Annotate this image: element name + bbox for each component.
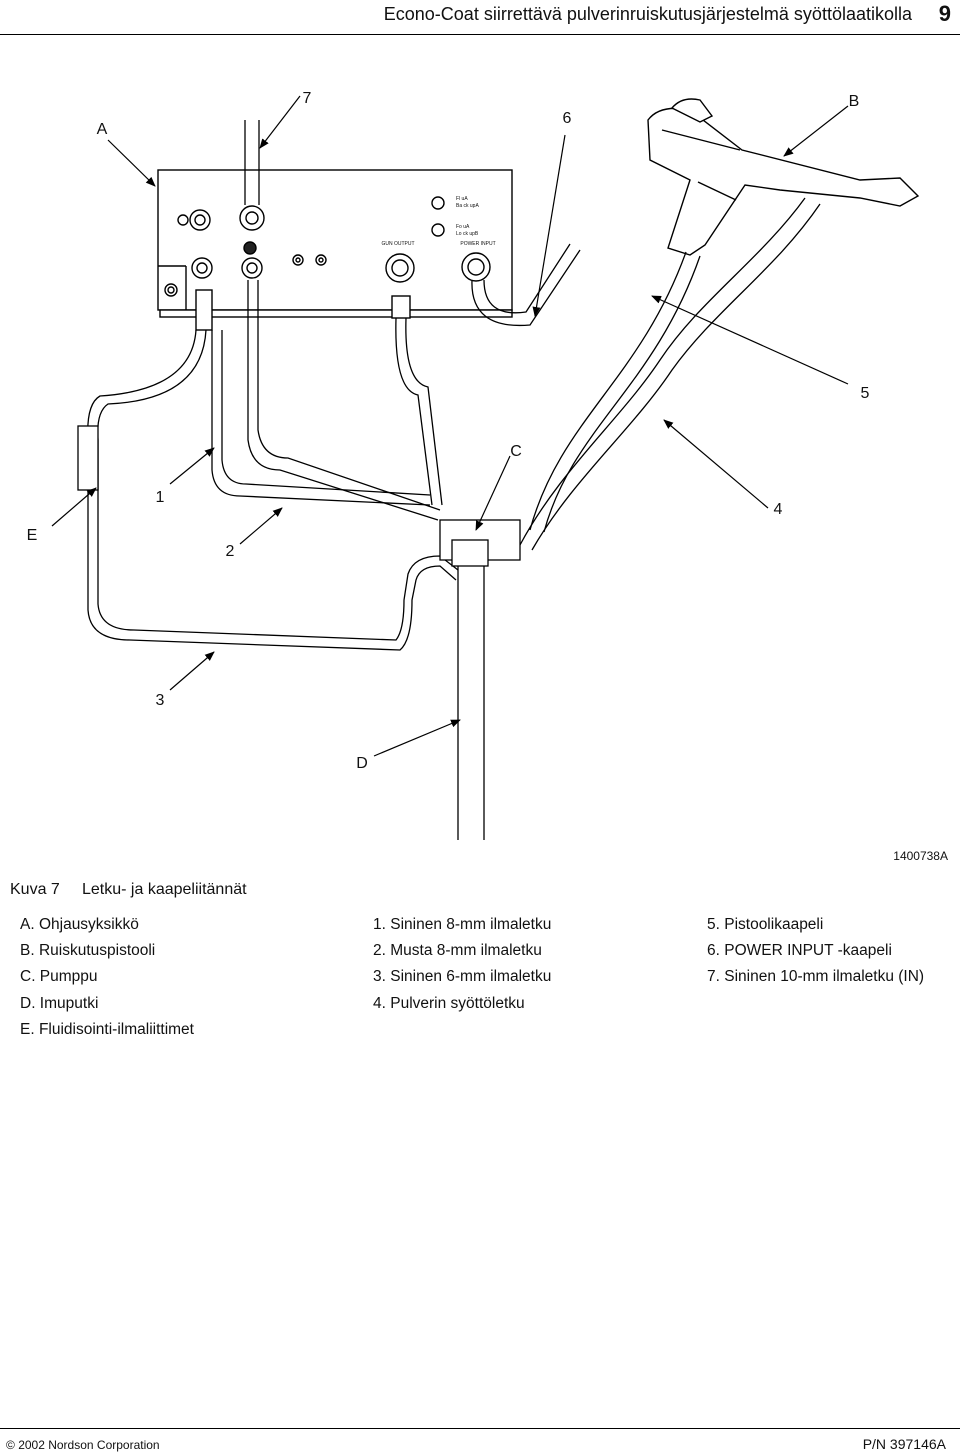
copyright-icon: © bbox=[6, 1438, 15, 1452]
fluid-a-sub-label: Ba ck upA bbox=[456, 203, 479, 209]
callout-C: C bbox=[510, 443, 522, 460]
legend-item: D. Imuputki bbox=[20, 994, 99, 1012]
legend-item: A. Ohjausyksikkö bbox=[20, 916, 139, 933]
callout-7: 7 bbox=[303, 90, 312, 107]
drawing-code: 1400738A bbox=[893, 849, 948, 863]
callout-B: B bbox=[849, 93, 860, 110]
legend-item: 7. Sininen 10-mm ilmaletku (IN) bbox=[707, 968, 925, 986]
callout-leaders bbox=[51, 95, 849, 757]
figure-caption: Kuva 7 Letku- ja kaapeliitännät bbox=[10, 881, 247, 899]
figure-caption-text: Letku- ja kaapeliitännät bbox=[82, 881, 247, 898]
figure-caption-label: Kuva 7 bbox=[10, 881, 60, 898]
legend-item: 5. Pistoolikaapeli bbox=[707, 916, 824, 933]
footer-rule bbox=[0, 1428, 960, 1429]
fluid-b-sub-label: Lo ck upB bbox=[456, 231, 479, 237]
footer-copyright: © 2002 Nordson Corporation bbox=[6, 1438, 160, 1452]
callout-A: A bbox=[97, 121, 108, 138]
fluid-a-label: Fl uA bbox=[456, 196, 468, 202]
callout-E: E bbox=[27, 527, 38, 544]
header-rule bbox=[0, 34, 960, 35]
legend-item: E. Fluidisointi-ilmaliittimet bbox=[20, 1020, 194, 1038]
control-unit bbox=[157, 169, 513, 331]
legend-item: C. Pumppu bbox=[20, 968, 98, 986]
hose-connection-diagram: GUN OUTPUT POWER INPUT Fl uA Ba ck upA F… bbox=[27, 90, 920, 840]
callout-1: 1 bbox=[156, 489, 165, 506]
power-input-label: POWER INPUT bbox=[460, 241, 495, 247]
legend-numbers-5-7: 5. Pistoolikaapeli 6. POWER INPUT -kaape… bbox=[707, 912, 924, 991]
callout-5: 5 bbox=[861, 385, 870, 402]
copyright-text: 2002 Nordson Corporation bbox=[18, 1438, 160, 1452]
fluid-b-label: Fo uA bbox=[456, 224, 470, 230]
legend-letters: A. Ohjausyksikkö B. Ruiskutuspistooli C.… bbox=[20, 912, 194, 1043]
legend-item: B. Ruiskutuspistooli bbox=[20, 942, 156, 960]
legend-item: 2. Musta 8-mm ilmaletku bbox=[373, 942, 542, 960]
callout-6: 6 bbox=[563, 110, 572, 127]
page-header-title: Econo-Coat siirrettävä pulverinruiskutus… bbox=[383, 4, 912, 24]
footer-part-number: P/N 397146A bbox=[862, 1436, 946, 1452]
callout-2: 2 bbox=[226, 543, 235, 560]
legend-item: 4. Pulverin syöttöletku bbox=[373, 994, 525, 1012]
gun-output-label: GUN OUTPUT bbox=[381, 241, 414, 247]
hoses bbox=[77, 120, 821, 840]
callout-4: 4 bbox=[774, 501, 783, 518]
legend-item: 6. POWER INPUT -kaapeli bbox=[707, 942, 892, 960]
legend-item: 1. Sininen 8-mm ilmaletku bbox=[373, 916, 552, 933]
legend-numbers-1-4: 1. Sininen 8-mm ilmaletku 2. Musta 8-mm … bbox=[373, 912, 551, 1017]
spray-gun bbox=[647, 98, 920, 256]
page-number: 9 bbox=[938, 1, 951, 26]
legend-item: 3. Sininen 6-mm ilmaletku bbox=[373, 968, 552, 986]
callout-D: D bbox=[356, 755, 368, 772]
callout-3: 3 bbox=[156, 692, 165, 709]
